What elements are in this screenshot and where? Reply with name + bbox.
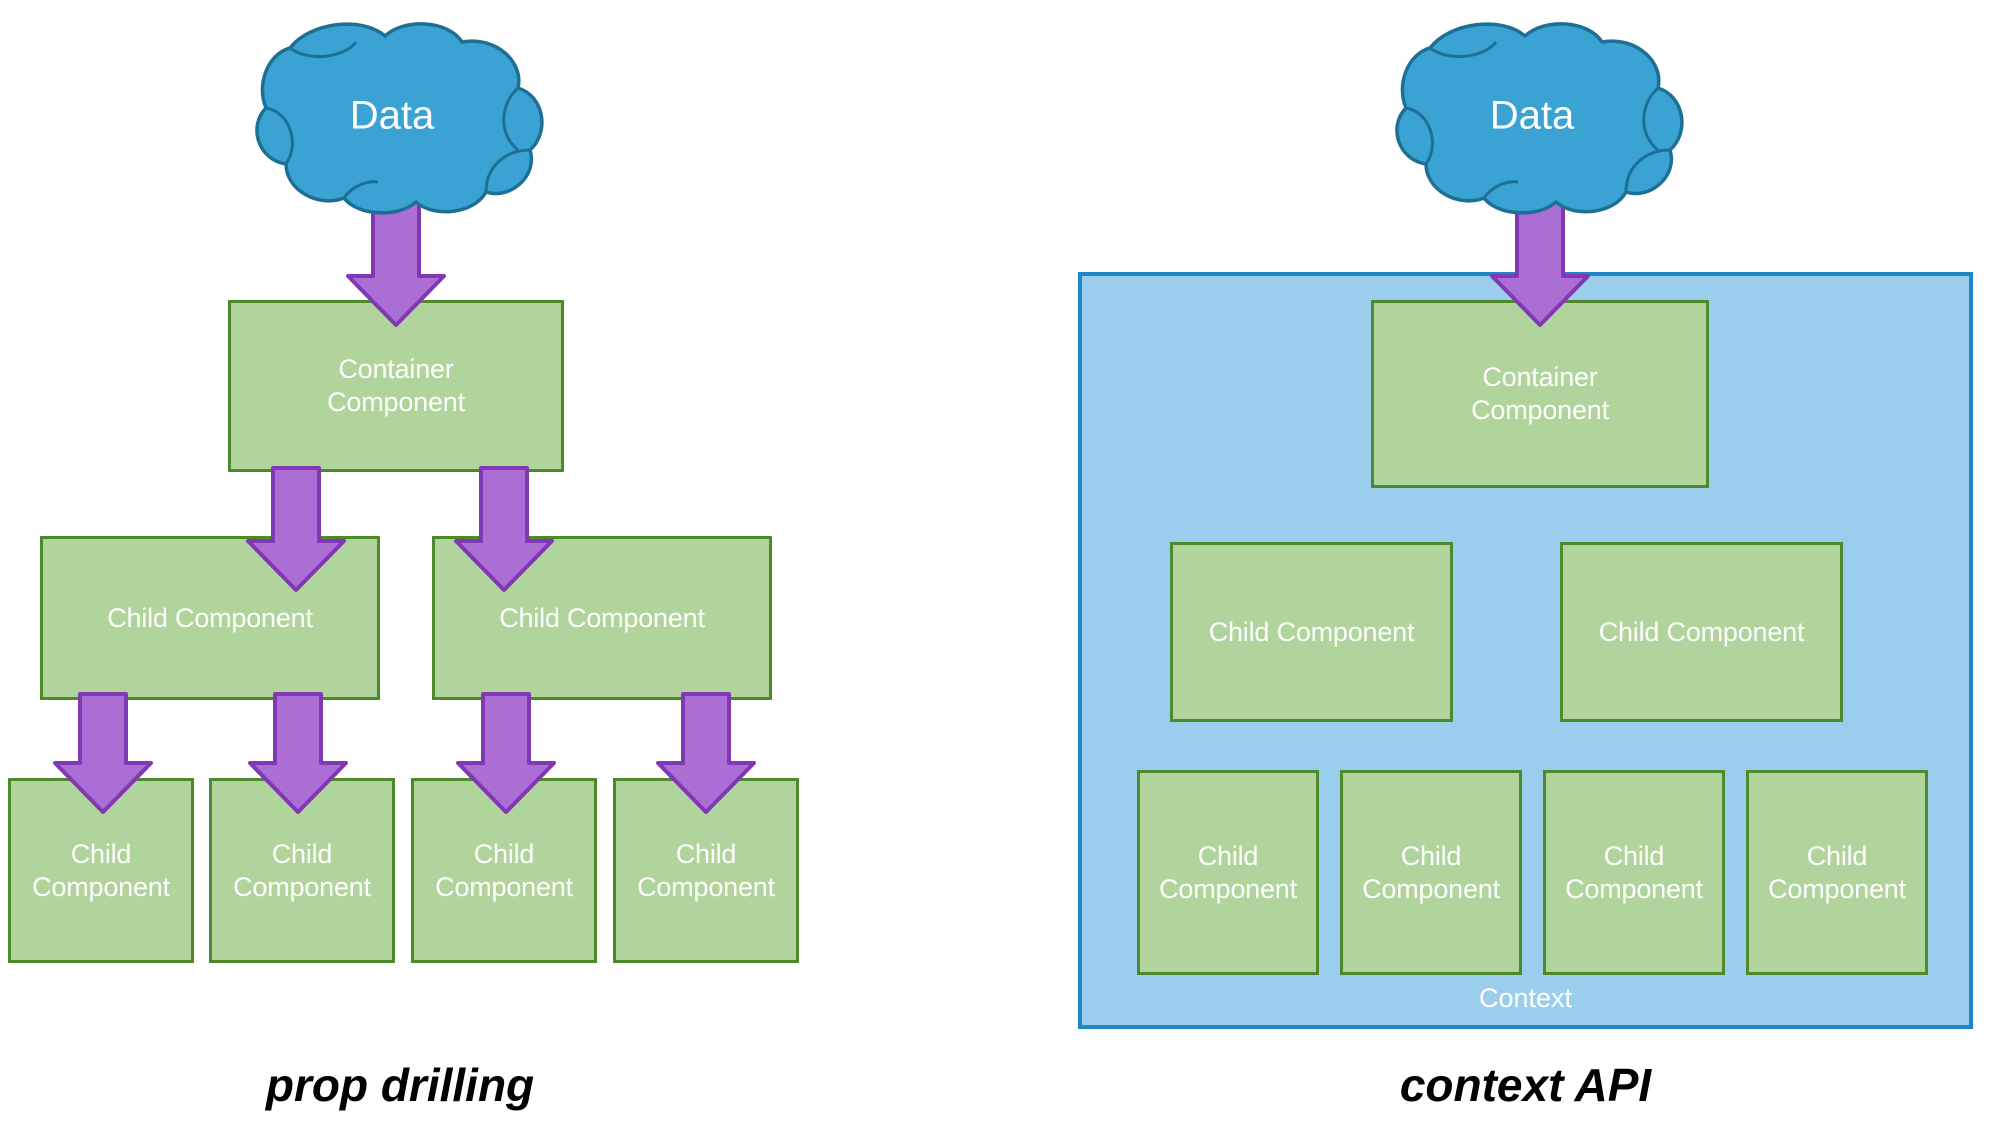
container-component-left[interactable]: Container Component — [228, 300, 564, 472]
data-cloud-left: Data — [255, 22, 544, 215]
child-component-leaf-right-3[interactable]: Child Component — [1543, 770, 1725, 975]
box-label: Child Component — [107, 602, 313, 633]
child-component-mid-right-1[interactable]: Child Component — [1170, 542, 1453, 722]
box-label: Child Component — [435, 838, 573, 902]
child-component-leaf-left-3[interactable]: Child Component — [411, 778, 597, 963]
child-component-leaf-right-1[interactable]: Child Component — [1137, 770, 1319, 975]
box-label: Child Component — [32, 838, 170, 902]
context-panel-label: Context — [1478, 983, 1573, 1013]
box-label: Child Component — [1159, 840, 1297, 904]
container-component-right[interactable]: Container Component — [1371, 300, 1709, 488]
cloud-label-right: Data — [1490, 94, 1575, 138]
box-label: Child Component — [233, 838, 371, 902]
child-component-leaf-left-2[interactable]: Child Component — [209, 778, 395, 963]
box-label: Child Component — [637, 838, 775, 902]
child-component-mid-left-2[interactable]: Child Component — [432, 536, 772, 700]
box-label: Child Component — [1565, 840, 1703, 904]
child-component-mid-right-2[interactable]: Child Component — [1560, 542, 1843, 722]
box-label: Container Component — [1471, 362, 1609, 425]
child-component-leaf-right-2[interactable]: Child Component — [1340, 770, 1522, 975]
box-label: Child Component — [499, 602, 705, 633]
box-label: Child Component — [1768, 840, 1906, 904]
child-component-leaf-left-4[interactable]: Child Component — [613, 778, 799, 963]
child-component-leaf-left-1[interactable]: Child Component — [8, 778, 194, 963]
box-label: Container Component — [327, 354, 465, 417]
caption-prop-drilling: prop drilling — [265, 1059, 535, 1111]
cloud-label-left: Data — [350, 94, 435, 138]
child-component-leaf-right-4[interactable]: Child Component — [1746, 770, 1928, 975]
data-cloud-right: Data — [1395, 22, 1684, 215]
child-component-mid-left-1[interactable]: Child Component — [40, 536, 380, 700]
caption-context-api: context API — [1399, 1059, 1652, 1111]
box-label: Child Component — [1598, 616, 1805, 647]
box-label: Child Component — [1362, 840, 1500, 904]
box-label: Child Component — [1208, 616, 1415, 647]
